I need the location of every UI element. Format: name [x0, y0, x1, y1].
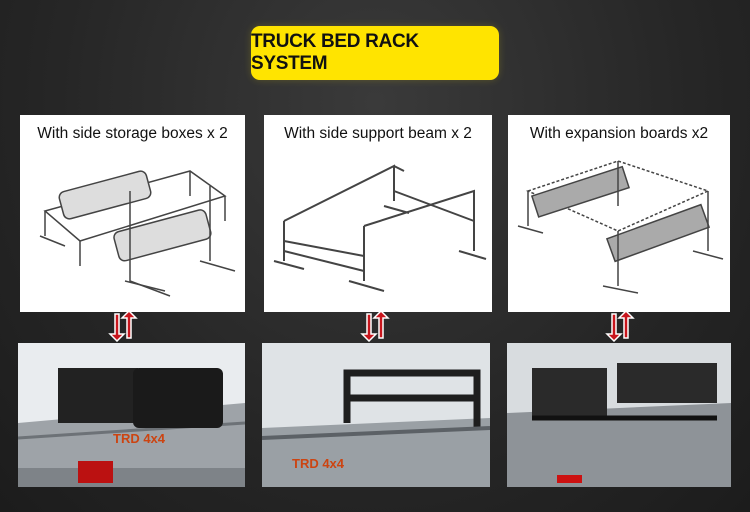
option-card-support-beam: With side support beam x 2 [264, 115, 492, 312]
swap-arrows-icon [605, 310, 635, 342]
option-card-storage-boxes: With side storage boxes x 2 [20, 115, 245, 312]
page-title: TRUCK BED RACK SYSTEM [251, 26, 499, 80]
option-label: With expansion boards x2 [529, 125, 709, 142]
option-card-expansion-boards: With expansion boards x2 [508, 115, 730, 312]
photo-storage-boxes-installed: TRD 4x4 [18, 343, 245, 487]
swap-arrows-icon [108, 310, 138, 342]
option-label: With side support beam x 2 [284, 125, 472, 142]
photo-support-beam-installed: TRD 4x4 [262, 343, 490, 487]
trd-badge: TRD 4x4 [292, 456, 345, 471]
trd-badge: TRD 4x4 [113, 431, 166, 446]
rack-support-beam-drawing [273, 164, 487, 292]
photo-expansion-boards-installed [507, 343, 731, 487]
swap-arrows-icon [360, 310, 390, 342]
rack-expansion-boards-drawing [517, 160, 724, 294]
option-label: With side storage boxes x 2 [37, 125, 228, 142]
rack-storage-boxes-drawing [39, 170, 236, 297]
